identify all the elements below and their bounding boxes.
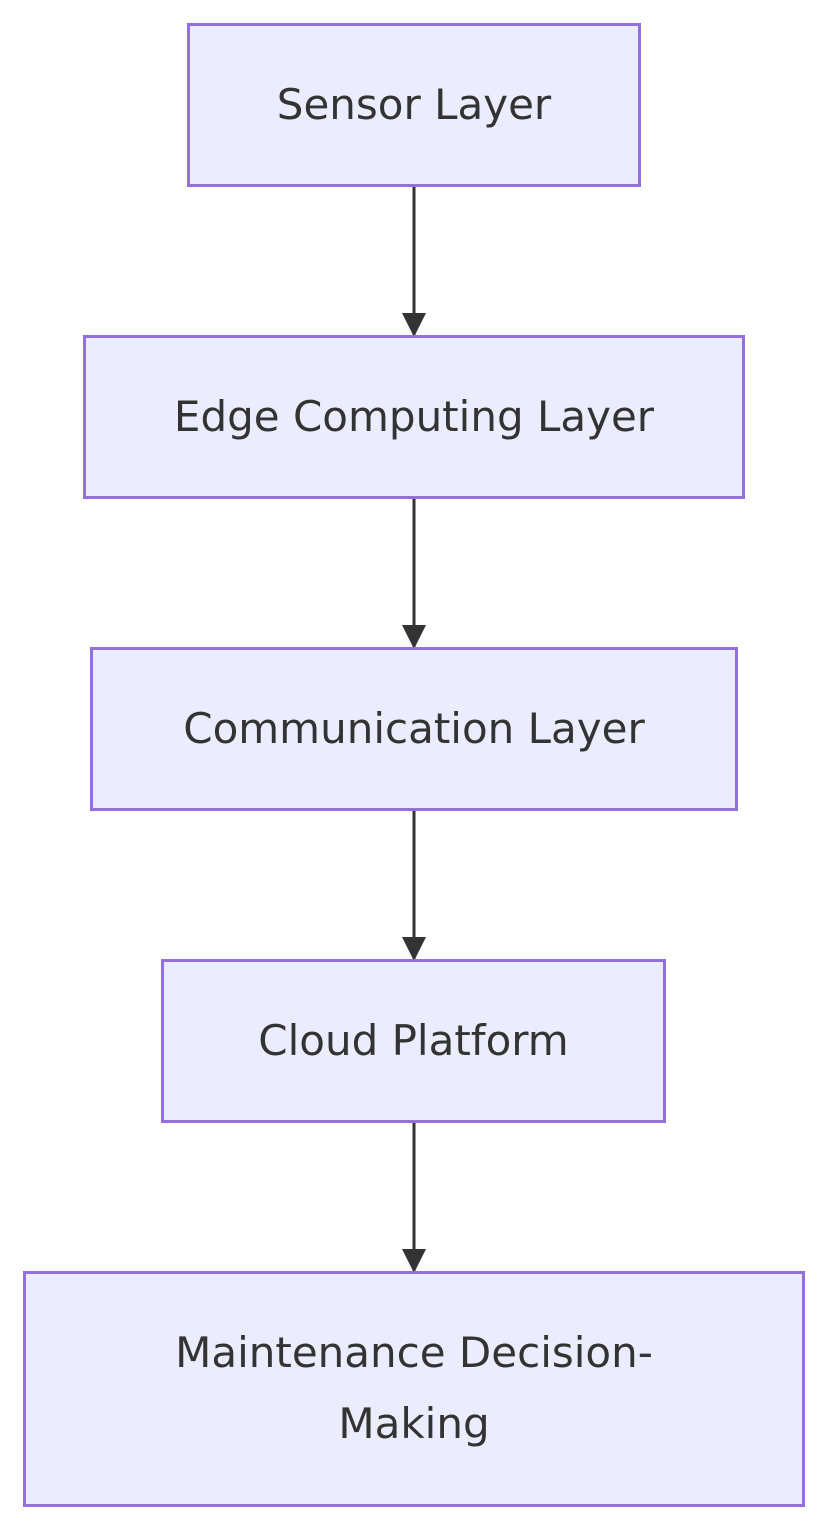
node-maintenance-decision-making: Maintenance Decision-Making bbox=[23, 1271, 805, 1507]
node-edge-computing-layer: Edge Computing Layer bbox=[83, 335, 745, 499]
node-cloud-platform: Cloud Platform bbox=[161, 959, 666, 1123]
node-label: Maintenance Decision-Making bbox=[175, 1328, 653, 1448]
node-communication-layer: Communication Layer bbox=[90, 647, 738, 811]
node-label: Cloud Platform bbox=[258, 1015, 569, 1065]
arrowhead-icon bbox=[402, 625, 426, 649]
node-label: Communication Layer bbox=[183, 703, 645, 753]
node-label: Sensor Layer bbox=[276, 79, 552, 129]
arrowhead-icon bbox=[402, 1249, 426, 1273]
arrowhead-icon bbox=[402, 313, 426, 337]
arrowhead-icon bbox=[402, 937, 426, 961]
node-label: Edge Computing Layer bbox=[173, 391, 655, 441]
node-sensor-layer: Sensor Layer bbox=[187, 23, 641, 187]
